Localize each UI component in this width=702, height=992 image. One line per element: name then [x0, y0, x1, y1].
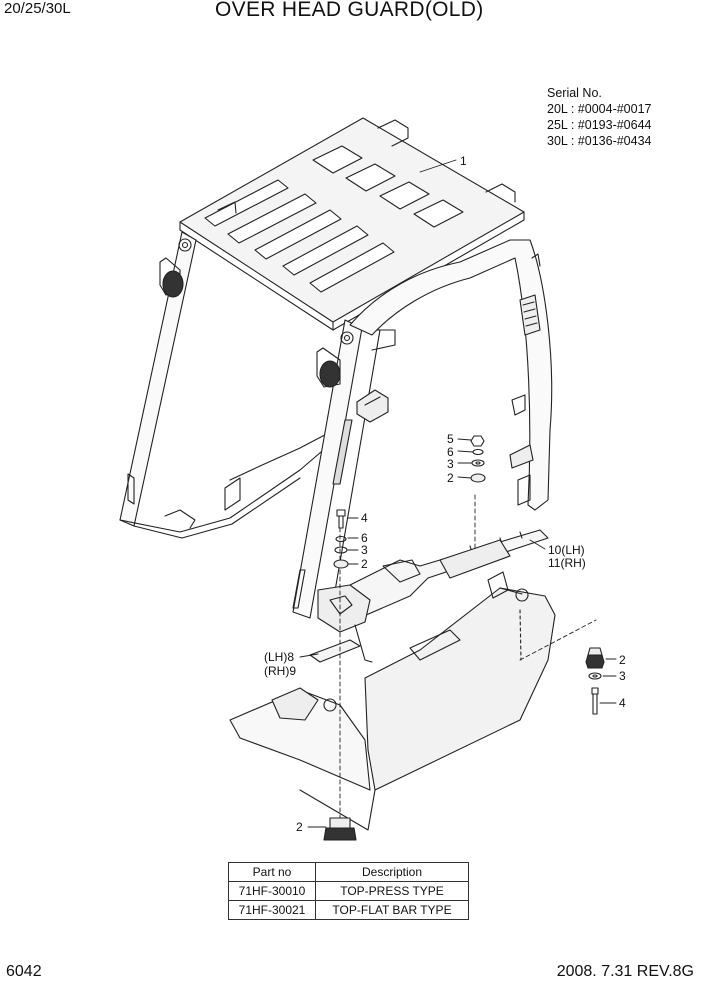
- page-title: OVER HEAD GUARD(OLD): [215, 0, 484, 21]
- table-row: 71HF-30010 TOP-PRESS TYPE: [228, 881, 469, 901]
- revision-date: 2008. 7.31 REV.8G: [556, 963, 694, 980]
- hardware-stack-upper: [470, 435, 486, 483]
- hardware-stack-right: [585, 647, 605, 715]
- roof-panel: [179, 117, 525, 331]
- table-row: 71HF-30021 TOP-FLAT BAR TYPE: [228, 900, 469, 920]
- callout-2-bottom: 2: [296, 820, 303, 834]
- parts-table-header: Part no Description: [228, 862, 469, 882]
- callout-4-right: 4: [619, 696, 626, 710]
- page-number: 6042: [6, 963, 42, 980]
- serial-range-20l: 20L : #0004-#0017: [547, 102, 652, 116]
- parts-table: Part no Description 71HF-30010 TOP-PRESS…: [228, 862, 469, 920]
- callout-3-middle: 3: [361, 543, 368, 557]
- callout-3-upper: 3: [447, 457, 454, 471]
- header-description: Description: [315, 862, 469, 882]
- description-cell: TOP-PRESS TYPE: [315, 881, 469, 901]
- serial-number-block: Serial No. 20L : #0004-#0017 25L : #0193…: [547, 85, 652, 149]
- bottom-mount: [323, 817, 357, 841]
- assembly-axes: [339, 494, 597, 821]
- right-lamp-bracket: [316, 331, 354, 388]
- description-cell: TOP-FLAT BAR TYPE: [315, 900, 469, 920]
- callout-2-upper: 2: [447, 471, 454, 485]
- callout-2-middle: 2: [361, 557, 368, 571]
- callout-1: 1: [460, 154, 467, 168]
- rear-pillar: [349, 239, 553, 511]
- callout-6-upper: 6: [447, 445, 454, 459]
- mid-bracket: [356, 389, 389, 423]
- callout-8-lh: (LH)8: [264, 650, 294, 664]
- counterweight-body: [229, 539, 556, 831]
- callout-5: 5: [447, 432, 454, 446]
- leader-lines: [299, 159, 617, 828]
- callout-10-lh: 10(LH): [548, 543, 585, 557]
- callout-4-middle: 4: [361, 511, 368, 525]
- callout-2-right: 2: [619, 653, 626, 667]
- serial-range-30l: 30L : #0136-#0434: [547, 134, 652, 148]
- left-front-pillar: [119, 231, 339, 539]
- model-code: 20/25/30L: [4, 0, 71, 17]
- left-lamp-bracket: [159, 238, 192, 298]
- part-number-cell: 71HF-30010: [228, 881, 316, 901]
- callout-9-rh: (RH)9: [264, 664, 296, 678]
- serial-range-25l: 25L : #0193-#0644: [547, 118, 652, 132]
- callout-3-right: 3: [619, 669, 626, 683]
- serial-heading: Serial No.: [547, 86, 602, 100]
- callout-11-rh: 11(RH): [548, 556, 586, 570]
- part-number-cell: 71HF-30021: [228, 900, 316, 920]
- lower-bracket: [309, 584, 373, 663]
- header-part-no: Part no: [228, 862, 316, 882]
- hardware-stack-middle: [333, 509, 349, 569]
- callout-6-middle: 6: [361, 531, 368, 545]
